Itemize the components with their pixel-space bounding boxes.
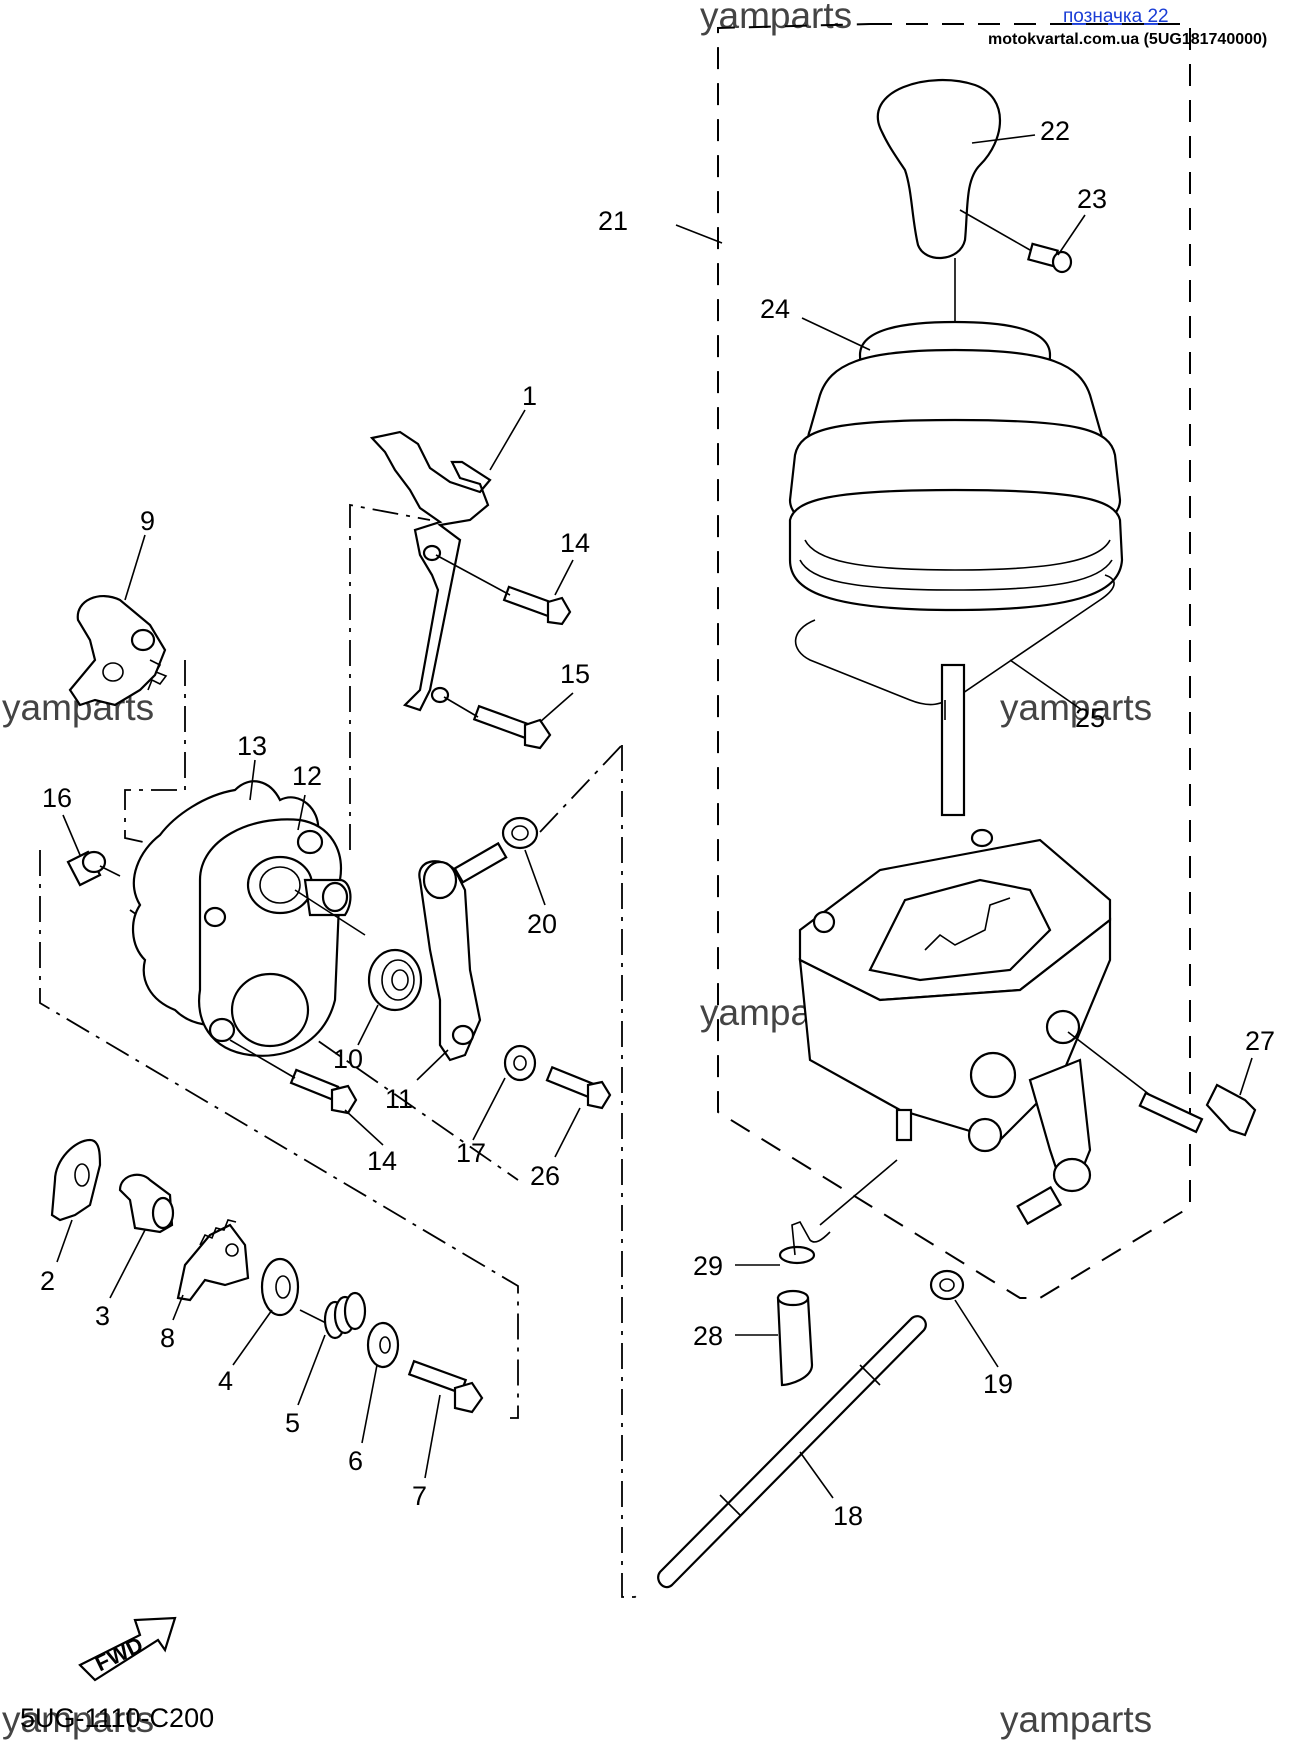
- frame-diag: [129, 909, 519, 1181]
- frame-right: [621, 745, 641, 1598]
- callout-5: 5: [285, 1408, 300, 1438]
- callout-21: 21: [598, 206, 628, 236]
- callout-9: 9: [140, 506, 155, 536]
- callout-23: 23: [1077, 184, 1107, 214]
- callout-28: 28: [693, 1321, 723, 1351]
- callout-16: 16: [42, 783, 72, 813]
- callout-17: 17: [456, 1138, 486, 1168]
- callout-18: 18: [833, 1501, 863, 1531]
- washer-17: [503, 1044, 537, 1082]
- fwd-arrow: FWD: [78, 1616, 177, 1682]
- callout-6: 6: [348, 1446, 363, 1476]
- collar-3: [118, 1173, 175, 1234]
- washer-4: [260, 1257, 300, 1317]
- callout-10: 10: [333, 1044, 363, 1074]
- assembly-boundary: [717, 23, 1191, 1299]
- watermark-bottom-right: yamparts: [1000, 1699, 1152, 1740]
- callout-20: 20: [527, 909, 557, 939]
- knob-screw: [1027, 242, 1073, 274]
- callout-24: 24: [760, 294, 790, 324]
- callout-14-lower: 14: [367, 1146, 397, 1176]
- clip-29: [778, 1159, 898, 1265]
- boot-clip: [794, 574, 1115, 706]
- frame-diag-2: [539, 744, 623, 833]
- callout-8: 8: [160, 1323, 175, 1353]
- callout-26: 26: [530, 1161, 560, 1191]
- lever-plate-2: [50, 1138, 102, 1222]
- callout-15: 15: [560, 659, 590, 689]
- callout-13: 13: [237, 731, 267, 761]
- callout-27: 27: [1245, 1026, 1275, 1056]
- fwd-label: FWD: [91, 1632, 147, 1676]
- callout-3: 3: [95, 1301, 110, 1331]
- callout-29: 29: [693, 1251, 723, 1281]
- collar-28: [776, 1289, 814, 1387]
- bearing-10: [367, 948, 423, 1012]
- bolt-14-upper: [502, 585, 572, 626]
- bolt-14-lower: [289, 1068, 358, 1115]
- spring-5: [299, 1291, 367, 1340]
- bolt-7: [407, 1359, 484, 1414]
- shift-boot: [788, 320, 1124, 612]
- header-source: motokvartal.com.ua (5UG181740000): [988, 31, 1267, 48]
- callout-7: 7: [412, 1481, 427, 1511]
- bolt-15: [472, 704, 552, 750]
- callout-2: 2: [40, 1266, 55, 1296]
- watermark-top: yamparts: [700, 0, 852, 36]
- bracket-1: [369, 430, 492, 712]
- bolt-26: [545, 1065, 612, 1110]
- frame-upper: [124, 660, 186, 851]
- lever-11: [418, 860, 482, 1062]
- frame-mid: [349, 503, 431, 850]
- stud-20: [453, 816, 539, 884]
- callout-12: 12: [292, 761, 322, 791]
- watermark-right: yamparts: [1000, 687, 1152, 728]
- callout-22: 22: [1040, 116, 1070, 146]
- callout-19: 19: [983, 1369, 1013, 1399]
- callout-25: 25: [1075, 703, 1105, 733]
- drawing-reference: 5UG-1110-C200: [20, 1703, 214, 1733]
- callout-14-upper: 14: [560, 528, 590, 558]
- shift-shaft: [657, 1315, 927, 1589]
- shift-knob: [876, 78, 1031, 260]
- bolt-27: [1138, 1083, 1257, 1137]
- nut-19: [929, 1269, 965, 1301]
- gear-lever-9: [68, 595, 168, 707]
- callout-1: 1: [522, 381, 537, 411]
- cover-12: [198, 818, 352, 1057]
- shift-lever-rod: [940, 663, 966, 817]
- header-link[interactable]: позначка 22: [1063, 6, 1169, 27]
- watermark-bottom-left: yamparts: [2, 1699, 154, 1740]
- segment-8: [176, 1219, 250, 1302]
- frame-left-plate: [39, 850, 519, 1419]
- callout-11: 11: [385, 1084, 413, 1114]
- shift-gate-housing: [798, 828, 1112, 1226]
- collar-16: [66, 850, 107, 887]
- washer-6: [366, 1321, 400, 1369]
- callout-4: 4: [218, 1366, 233, 1396]
